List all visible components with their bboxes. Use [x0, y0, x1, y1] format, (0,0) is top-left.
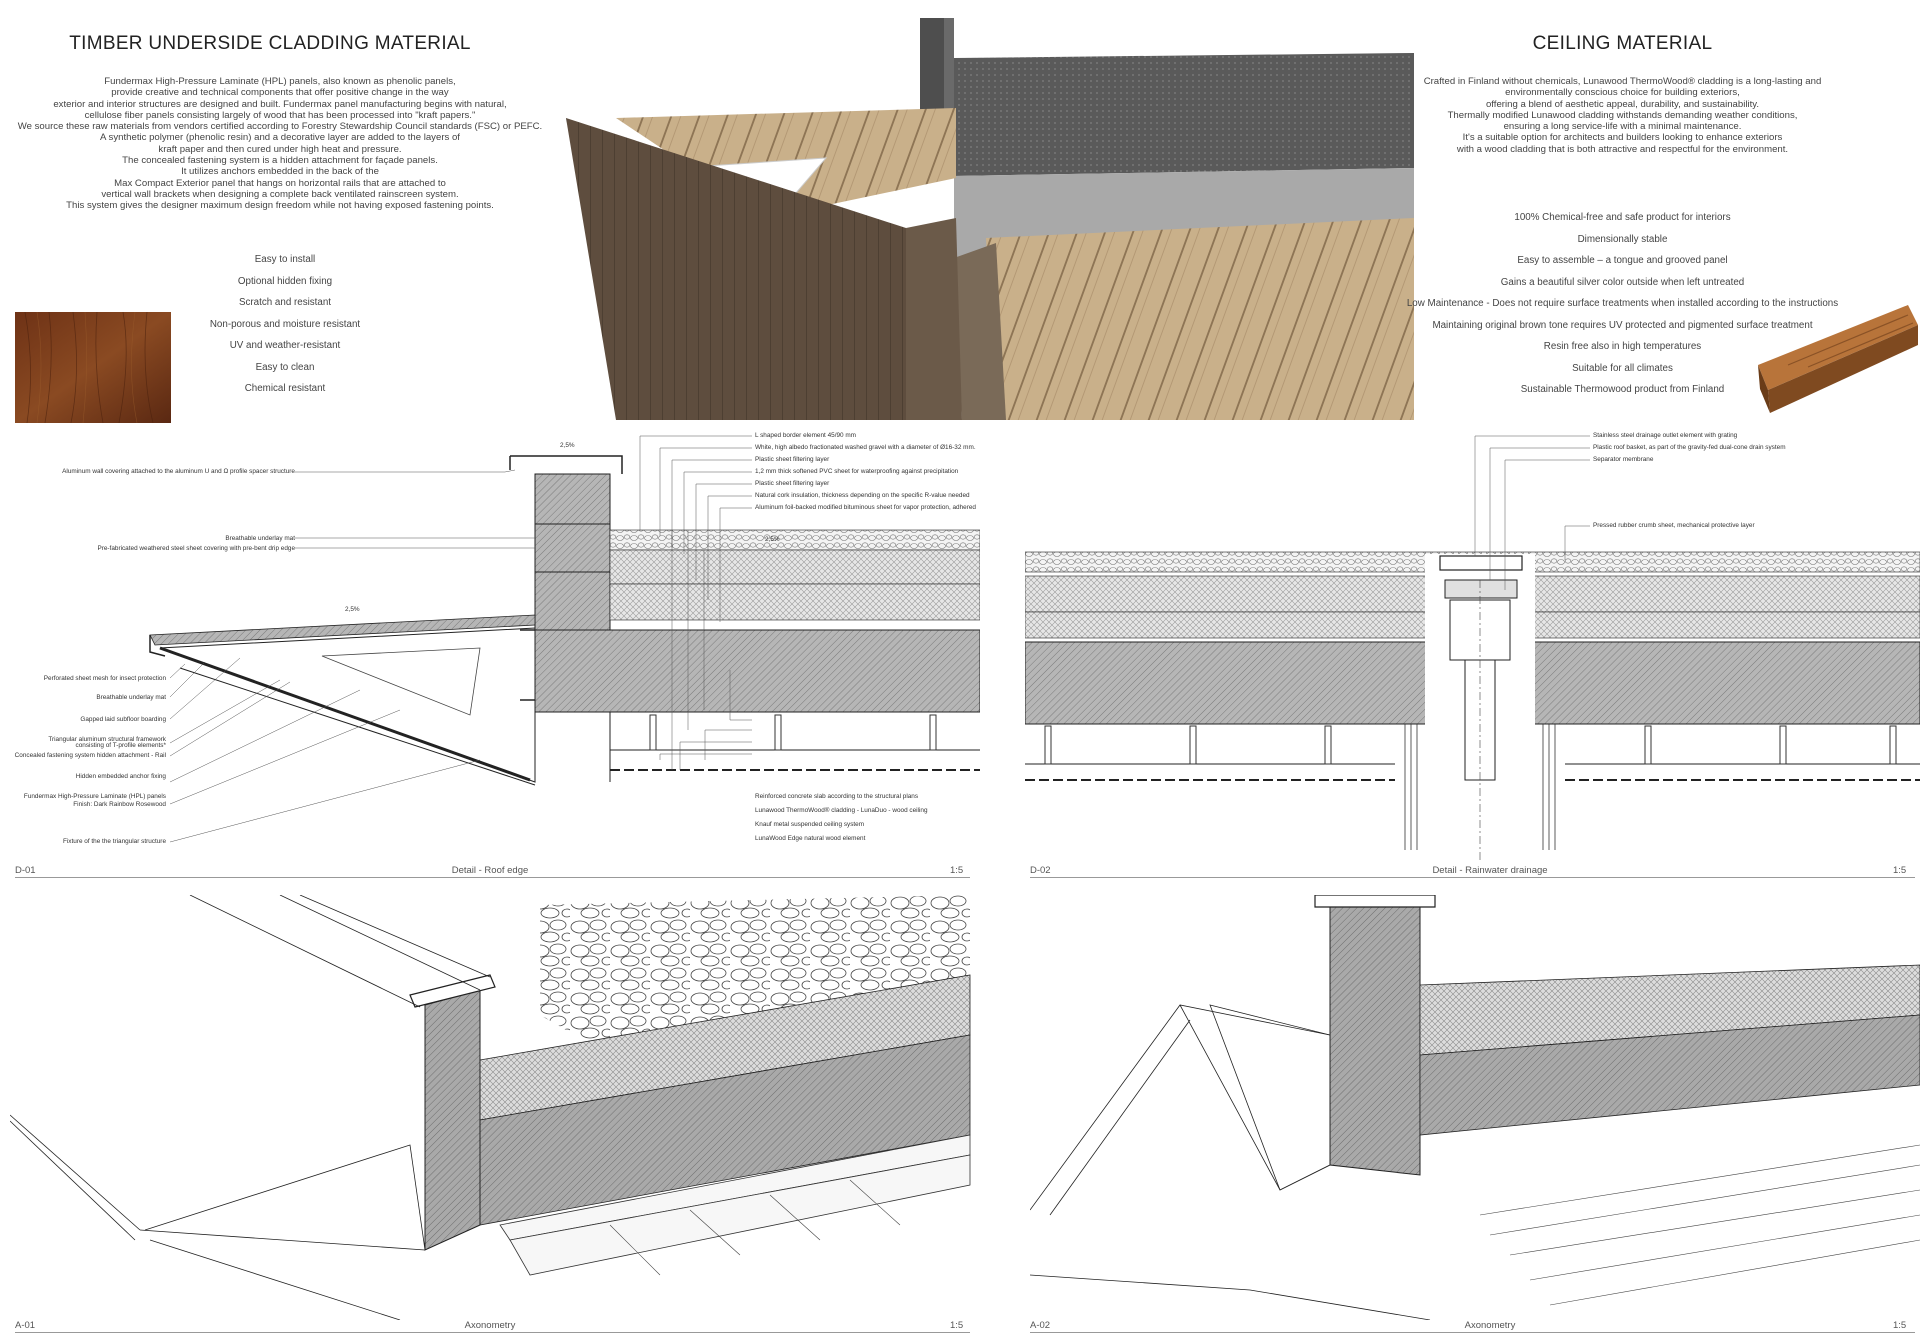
a01-axonometry-drawing: [10, 895, 971, 1320]
d02-callout-label: Pressed rubber crumb sheet, mechanical p…: [1593, 522, 1755, 529]
d02-code: D-02: [1030, 865, 1051, 876]
a02-axonometry-drawing: [1030, 895, 1920, 1320]
d01-callout-label: Reinforced concrete slab according to th…: [755, 793, 919, 800]
ceiling-feature-item: Suitable for all climates: [1572, 362, 1673, 374]
d01-code: D-01: [15, 865, 36, 876]
d01-callout-label: Fundermax High-Pressure Laminate (HPL) p…: [23, 793, 166, 800]
d01-callout-label: White, high albedo fractionated washed g…: [755, 444, 976, 451]
d01-name: Detail - Roof edge: [451, 865, 529, 876]
d01-callout-label: L shaped border element 45/90 mm: [755, 432, 857, 439]
a02-scale: 1:5: [1893, 1320, 1907, 1331]
ceiling-feature-list: 100% Chemical-free and safe product for …: [1400, 212, 1845, 406]
d01-callout-label: consisting of T-profile elements*: [75, 742, 166, 749]
d02-name: Detail - Rainwater drainage: [1432, 865, 1548, 876]
timber-description-line: kraft paper and then cured under high he…: [158, 143, 402, 155]
timber-description-line: provide creative and technical component…: [111, 87, 449, 99]
d01-callout-label: 1,2 mm thick softened PVC sheet for wate…: [755, 468, 959, 475]
a01-rule: [15, 1332, 970, 1333]
d02-drainage-drawing: [1025, 435, 1920, 860]
ceiling-swatch-image: [1758, 305, 1918, 413]
timber-description-line: The concealed fastening system is a hidd…: [122, 155, 438, 167]
d01-callout-label: Pre-fabricated weathered steel sheet cov…: [97, 545, 295, 552]
d01-callout-label: Plastic sheet filtering layer: [755, 456, 830, 463]
a01-code: A-01: [15, 1320, 36, 1331]
timber-title: TIMBER UNDERSIDE CLADDING MATERIAL: [69, 33, 471, 54]
d02-rule: [1030, 877, 1915, 878]
d01-rule: [15, 877, 970, 878]
ceiling-title: CEILING MATERIAL: [1532, 33, 1713, 54]
ceiling-feature-item: Maintaining original brown tone requires…: [1432, 319, 1813, 331]
timber-feature-item: Easy to clean: [255, 361, 315, 373]
ceiling-description-line: ensuring a long service-life with a mini…: [1503, 121, 1742, 133]
timber-description-line: cellulose fiber panels consisting largel…: [84, 109, 476, 121]
d01-callout-label: Aluminum wall covering attached to the a…: [62, 468, 295, 475]
ceiling-feature-item: Low Maintenance - Does not require surfa…: [1406, 298, 1839, 309]
a02-code: A-02: [1030, 1320, 1051, 1331]
d01-scale: 1:5: [950, 865, 964, 876]
timber-description-line: A synthetic polymer (phenolic resin) and…: [100, 132, 460, 144]
d01-callout-label: Concealed fastening system hidden attach…: [14, 752, 166, 759]
a01-scale: 1:5: [950, 1320, 964, 1331]
d01-callout-label: Breathable underlay mat: [96, 694, 166, 701]
d01-callout-label: LunaWood Edge natural wood element: [755, 835, 866, 842]
d01-roof-edge-drawing: [149, 435, 980, 843]
ceiling-description: Crafted in Finland without chemicals, Lu…: [1400, 76, 1845, 155]
timber-description-line: This system gives the designer maximum d…: [66, 200, 494, 212]
ceiling-description-line: offering a blend of aesthetic appeal, du…: [1485, 98, 1760, 110]
a02-rule: [1030, 1332, 1915, 1333]
d01-callout-label: Perforated sheet mesh for insect protect…: [43, 675, 166, 682]
ceiling-feature-item: Gains a beautiful silver color outside w…: [1500, 276, 1745, 288]
timber-feature-item: Scratch and resistant: [238, 297, 332, 308]
d01-callout-label: Breathable underlay mat: [225, 535, 295, 542]
timber-description-line: vertical wall brackets when designing a …: [101, 188, 459, 200]
timber-swatch-image: [15, 312, 171, 423]
timber-feature-item: Chemical resistant: [244, 383, 326, 394]
timber-feature-item: UV and weather-resistant: [229, 340, 341, 351]
timber-description-line: Fundermax High-Pressure Laminate (HPL) p…: [104, 76, 456, 87]
d01-callout-label: Hidden embedded anchor fixing: [75, 773, 166, 780]
d01-callout-label: Knauf metal suspended ceiling system: [755, 821, 865, 828]
ceiling-description-line: with a wood cladding that is both attrac…: [1456, 143, 1789, 155]
d01-callout-label: Lunawood ThermoWood® cladding - LunaDuo …: [755, 807, 928, 814]
ceiling-feature-item: 100% Chemical-free and safe product for …: [1514, 212, 1731, 223]
d01-slope-roof: 2,5%: [765, 536, 780, 543]
d01-callout-label: Plastic sheet filtering layer: [755, 480, 830, 487]
timber-feature-item: Optional hidden fixing: [237, 275, 333, 287]
ceiling-description-line: Thermally modified Lunawood cladding wit…: [1447, 109, 1798, 121]
timber-feature-item: Non-porous and moisture resistant: [209, 318, 361, 330]
a01-name: Axonometry: [464, 1320, 516, 1331]
ceiling-feature-item: Resin free also in high temperatures: [1543, 341, 1702, 352]
d02-callout-label: Stainless steel drainage outlet element …: [1593, 432, 1738, 439]
cladding-render-image: [566, 18, 1414, 420]
ceiling-feature-item: Easy to assemble – a tongue and grooved …: [1517, 255, 1728, 266]
d01-callout-label: Aluminum foil-backed modified bituminous…: [755, 504, 976, 511]
d01-callout-label: Triangular aluminum structural framework: [48, 736, 166, 743]
d01-slope-top: 2,5%: [560, 442, 575, 449]
d01-callout-label: Finish: Dark Rainbow Rosewood: [73, 801, 166, 808]
d02-scale: 1:5: [1893, 865, 1907, 876]
d01-slope-mid: 2,5%: [345, 606, 360, 613]
ceiling-description-line: Crafted in Finland without chemicals, Lu…: [1423, 76, 1822, 87]
timber-description-line: exterior and interior structures are des…: [53, 98, 507, 110]
timber-description-line: We source these raw materials from vendo…: [17, 121, 543, 133]
timber-description-line: It utilizes anchors embedded in the back…: [181, 166, 379, 178]
timber-description: Fundermax High-Pressure Laminate (HPL) p…: [10, 76, 550, 212]
ceiling-feature-item: Sustainable Thermowood product from Finl…: [1520, 384, 1725, 395]
ceiling-description-line: It's a suitable option for architects an…: [1462, 132, 1783, 144]
d02-callout-label: Separator membrane: [1593, 456, 1654, 463]
d01-callout-label: Fixture of the the triangular structure: [62, 838, 166, 845]
d02-callout-label: Plastic roof basket, as part of the grav…: [1593, 444, 1786, 451]
timber-description-line: Max Compact Exterior panel that hangs on…: [114, 177, 446, 189]
a02-name: Axonometry: [1464, 1320, 1516, 1331]
ceiling-feature-item: Dimensionally stable: [1577, 233, 1668, 245]
ceiling-description-line: environmentally conscious choice for bui…: [1505, 87, 1740, 99]
d01-callout-label: Natural cork insulation, thickness depen…: [755, 492, 970, 499]
timber-feature-item: Easy to install: [254, 254, 316, 265]
d01-callout-label: Gapped laid subfloor boarding: [80, 716, 166, 723]
